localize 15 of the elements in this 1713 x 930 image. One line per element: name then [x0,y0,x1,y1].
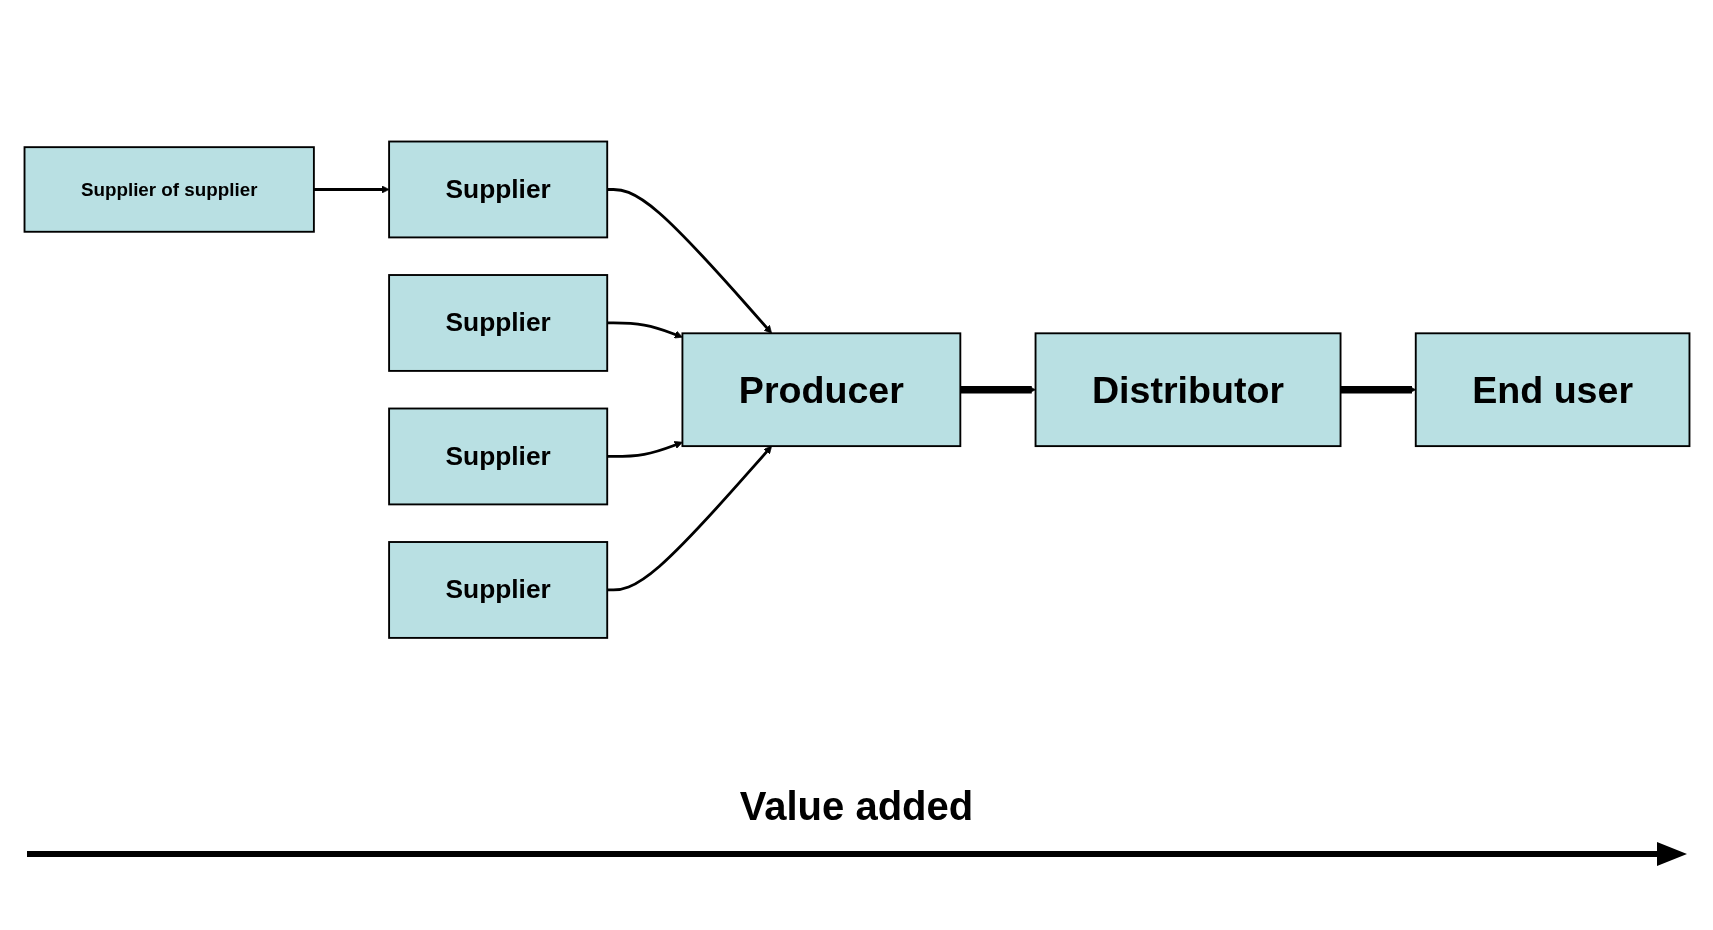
arrow [1340,385,1416,395]
node-box: Supplier [387,140,608,239]
axis-label: Value added [739,784,974,829]
node-box: End user [1414,332,1690,448]
arrow [959,385,1036,395]
node-box: Supplier [387,407,608,506]
node-box: Producer [680,332,961,448]
arrow [606,441,683,459]
arrow [313,185,389,194]
node-box: Supplier of supplier [23,146,315,233]
arrow [606,446,772,592]
arrow [606,188,772,334]
node-box: Distributor [1034,332,1341,448]
node-box: Supplier [387,541,608,640]
node-box: Supplier [387,274,608,373]
